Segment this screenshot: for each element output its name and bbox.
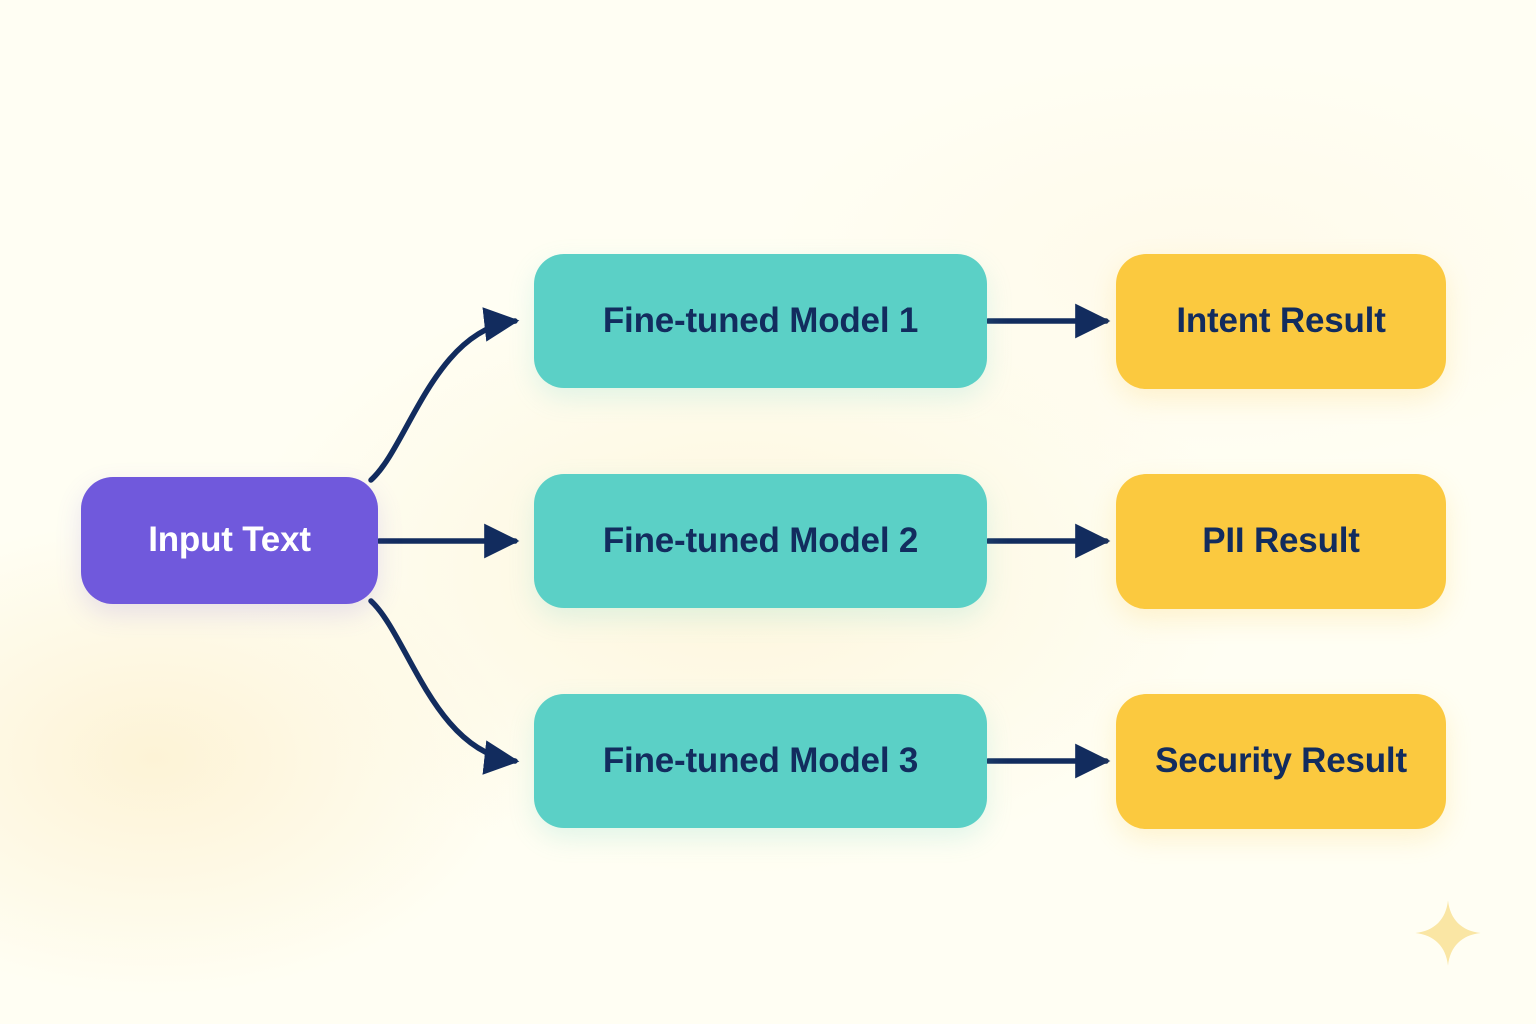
node-security-result[interactable]: Security Result <box>1116 694 1446 829</box>
node-intent-result[interactable]: Intent Result <box>1116 254 1446 389</box>
edge-input-to-model-1 <box>368 307 520 483</box>
node-input-text[interactable]: Input Text <box>81 477 378 604</box>
node-fine-tuned-model-1-label: Fine-tuned Model 1 <box>602 300 919 340</box>
node-fine-tuned-model-2-label: Fine-tuned Model 2 <box>602 520 919 560</box>
node-pii-result-label: PII Result <box>1202 521 1360 561</box>
node-security-result-label: Security Result <box>1155 741 1407 781</box>
sparkle-icon <box>1415 900 1481 966</box>
node-fine-tuned-model-1[interactable]: Fine-tuned Model 1 <box>534 254 987 388</box>
node-intent-result-label: Intent Result <box>1176 301 1386 341</box>
node-pii-result[interactable]: PII Result <box>1116 474 1446 609</box>
node-fine-tuned-model-3[interactable]: Fine-tuned Model 3 <box>534 694 987 828</box>
node-input-text-label: Input Text <box>148 520 311 560</box>
node-fine-tuned-model-2[interactable]: Fine-tuned Model 2 <box>534 474 987 608</box>
edge-input-to-model-3 <box>368 598 520 775</box>
node-fine-tuned-model-3-label: Fine-tuned Model 3 <box>602 740 919 780</box>
